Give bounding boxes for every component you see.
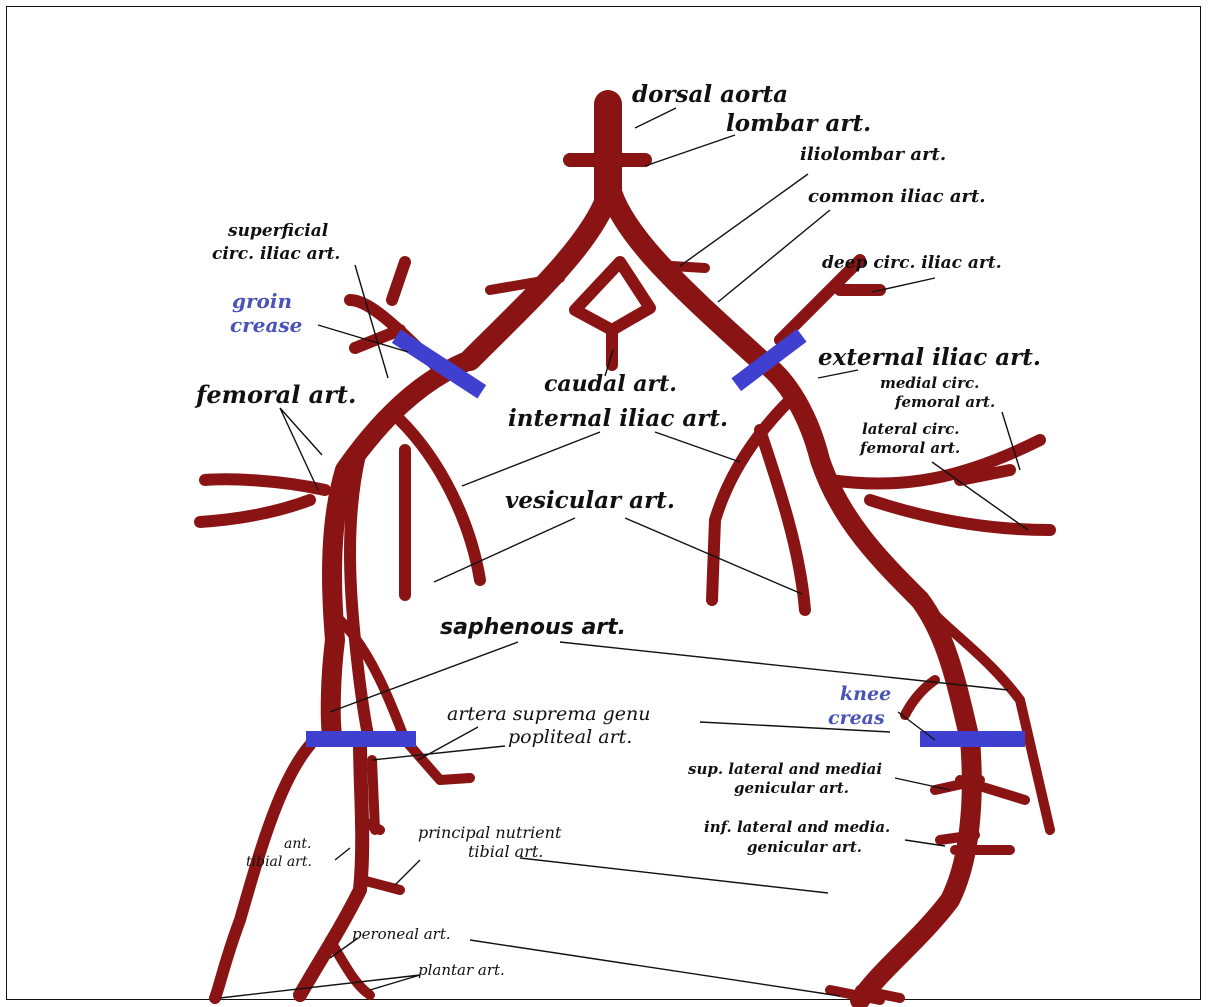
leader-iliolombar xyxy=(680,174,808,266)
left-plantar-vessel xyxy=(330,940,370,995)
label-lateral-circ-line1: lateral circ. xyxy=(862,420,960,438)
label-groin-line2: crease xyxy=(230,313,302,337)
label-vesicular-art: vesicular art. xyxy=(505,487,675,514)
knee-crease-marker-left xyxy=(306,731,416,747)
label-sup-lateral-line1: sup. lateral and mediai xyxy=(688,760,882,778)
label-plantar-art: plantar art. xyxy=(418,961,505,979)
label-common-iliac-art: common iliac art. xyxy=(808,186,986,207)
leader-dorsal-aorta xyxy=(635,108,676,128)
label-lombar-art: lombar art. xyxy=(726,110,871,137)
label-principal-line1: principal nutrient xyxy=(418,823,562,842)
label-ant-line2: tibial art. xyxy=(246,854,312,870)
left-ant-tibial-vessel xyxy=(215,745,310,998)
leader-ant-tibial xyxy=(335,848,350,860)
leader-peroneal xyxy=(330,938,840,996)
leader-vesicular xyxy=(434,518,802,594)
label-dorsal-aorta: dorsal aorta xyxy=(632,81,788,108)
label-medial-circ-line2: femoral art. xyxy=(894,393,995,411)
label-internal-iliac-art: internal iliac art. xyxy=(508,405,728,432)
label-lateral-circ-line2: femoral art. xyxy=(859,439,960,457)
label-medial-circ-line1: medial circ. xyxy=(880,374,979,392)
label-sup-lateral-line2: genicular art. xyxy=(734,779,849,797)
label-groin-line1: groin xyxy=(232,289,292,313)
leader-principal xyxy=(395,858,828,893)
left-lateral-branch-vessel xyxy=(200,479,325,522)
right-plantar-vessel xyxy=(830,990,900,1000)
leader-plantar xyxy=(220,975,420,998)
label-superficial-line1: superficial xyxy=(227,221,329,241)
label-inf-lateral-line2: genicular art. xyxy=(747,838,862,856)
label-femoral-art: femoral art. xyxy=(194,380,356,409)
left-femoral-parallel-vessel xyxy=(350,455,368,735)
knee-crease-marker-right xyxy=(920,731,1025,747)
label-iliolombar-art: iliolombar art. xyxy=(800,144,946,165)
label-ant-line1: ant. xyxy=(284,836,311,852)
leader-internal-iliac xyxy=(462,432,740,486)
leader-common-iliac xyxy=(718,210,830,302)
leader-knee xyxy=(898,712,935,740)
leader-suprema-genu xyxy=(418,722,890,760)
label-saphenous-art: saphenous art. xyxy=(440,615,626,640)
label-deep-circ-iliac-art: deep circ. iliac art. xyxy=(822,253,1002,273)
leader-lombar xyxy=(645,135,735,166)
label-principal-line2: tibial art. xyxy=(468,842,543,861)
label-superficial-line2: circ. iliac art. xyxy=(212,244,340,264)
label-caudal-art: caudal art. xyxy=(544,371,677,397)
label-artera-suprema-genu: artera suprema genu xyxy=(447,703,650,725)
label-inf-lateral-line1: inf. lateral and media. xyxy=(704,818,890,836)
caudal-vessel xyxy=(575,262,650,365)
label-knee-line1: knee xyxy=(840,683,891,705)
left-internal-iliac-vessel xyxy=(400,420,480,595)
label-external-iliac-art: external iliac art. xyxy=(818,344,1041,371)
label-knee-line2: creas xyxy=(828,707,885,729)
label-popliteal-art: popliteal art. xyxy=(508,726,632,748)
leader-external-iliac xyxy=(818,370,858,378)
leader-saphenous xyxy=(330,642,1008,712)
label-peroneal-art: peroneal art. xyxy=(352,925,451,943)
